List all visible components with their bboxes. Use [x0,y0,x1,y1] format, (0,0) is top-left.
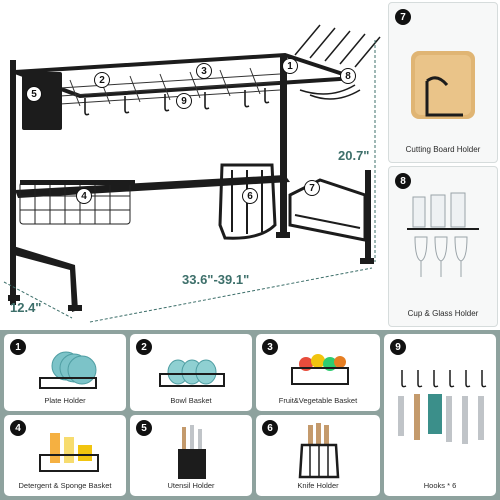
feature-label: Fruit&Vegetable Basket [278,396,358,405]
feature-card-detergent-basket: 4 Detergent & Sponge Basket [4,415,126,496]
feature-number: 4 [10,420,26,436]
product-illustration: 1 2 3 4 5 6 7 8 9 20.7" 33.6"-39.1" 12.4… [3,24,381,323]
feature-number: 9 [390,339,406,355]
feature-card-utensil-holder: 5 Utensil Holder [130,415,252,496]
feature-number: 5 [136,420,152,436]
callout-3: 3 [196,63,212,79]
glass-holder-icon [407,192,479,277]
fruit-icon [291,354,349,385]
callout-2: 2 [94,72,110,88]
hooks-icon [398,370,487,444]
callout-1: 1 [282,58,298,74]
feature-card-hooks: 9 Hooks * 6 [384,334,496,496]
feature-label: Knife Holder [297,481,339,490]
detergent-icon [39,433,99,472]
callout-4: 4 [76,188,92,204]
callout-6: 6 [242,188,258,204]
width-dimension: 33.6"-39.1" [182,272,250,287]
side-panel: 7 Cutting Board Holder 8 [386,0,500,330]
depth-dimension: 12.4" [10,300,42,315]
callout-8: 8 [340,68,356,84]
callout-7: 7 [304,180,320,196]
side-card-number: 7 [395,9,411,25]
bowl-icon [159,359,225,387]
utensil-icon [178,425,206,479]
feature-grid: 1 Plate Holder 2 Bowl Basket 3 Fruit&Veg… [0,330,500,500]
cutting-board-icon [411,51,475,119]
side-card-cutting-board: 7 Cutting Board Holder [388,2,498,163]
height-dimension: 20.7" [338,148,370,163]
feature-number: 6 [262,420,278,436]
plate-icon [39,351,97,389]
feature-label: Utensil Holder [167,481,215,490]
feature-label: Detergent & Sponge Basket [18,481,112,490]
feature-label: Hooks * 6 [423,481,457,490]
callout-5: 5 [26,86,42,102]
feature-number: 1 [10,339,26,355]
feature-card-bowl-basket: 2 Bowl Basket [130,334,252,411]
feature-label: Plate Holder [44,396,86,405]
side-card-label: Cutting Board Holder [405,145,481,154]
feature-number: 2 [136,339,152,355]
side-card-number: 8 [395,173,411,189]
feature-card-knife-holder: 6 Knife Holder [256,415,380,496]
feature-label: Bowl Basket [170,396,212,405]
side-card-label: Cup & Glass Holder [407,309,479,318]
side-card-cup-holder: 8 Cup & Glass Holder [388,166,498,327]
feature-card-fruit-basket: 3 Fruit&Vegetable Basket [256,334,380,411]
feature-number: 3 [262,339,278,355]
feature-card-plate-holder: 1 Plate Holder [4,334,126,411]
knife-icon [298,423,340,479]
callout-9: 9 [176,93,192,109]
